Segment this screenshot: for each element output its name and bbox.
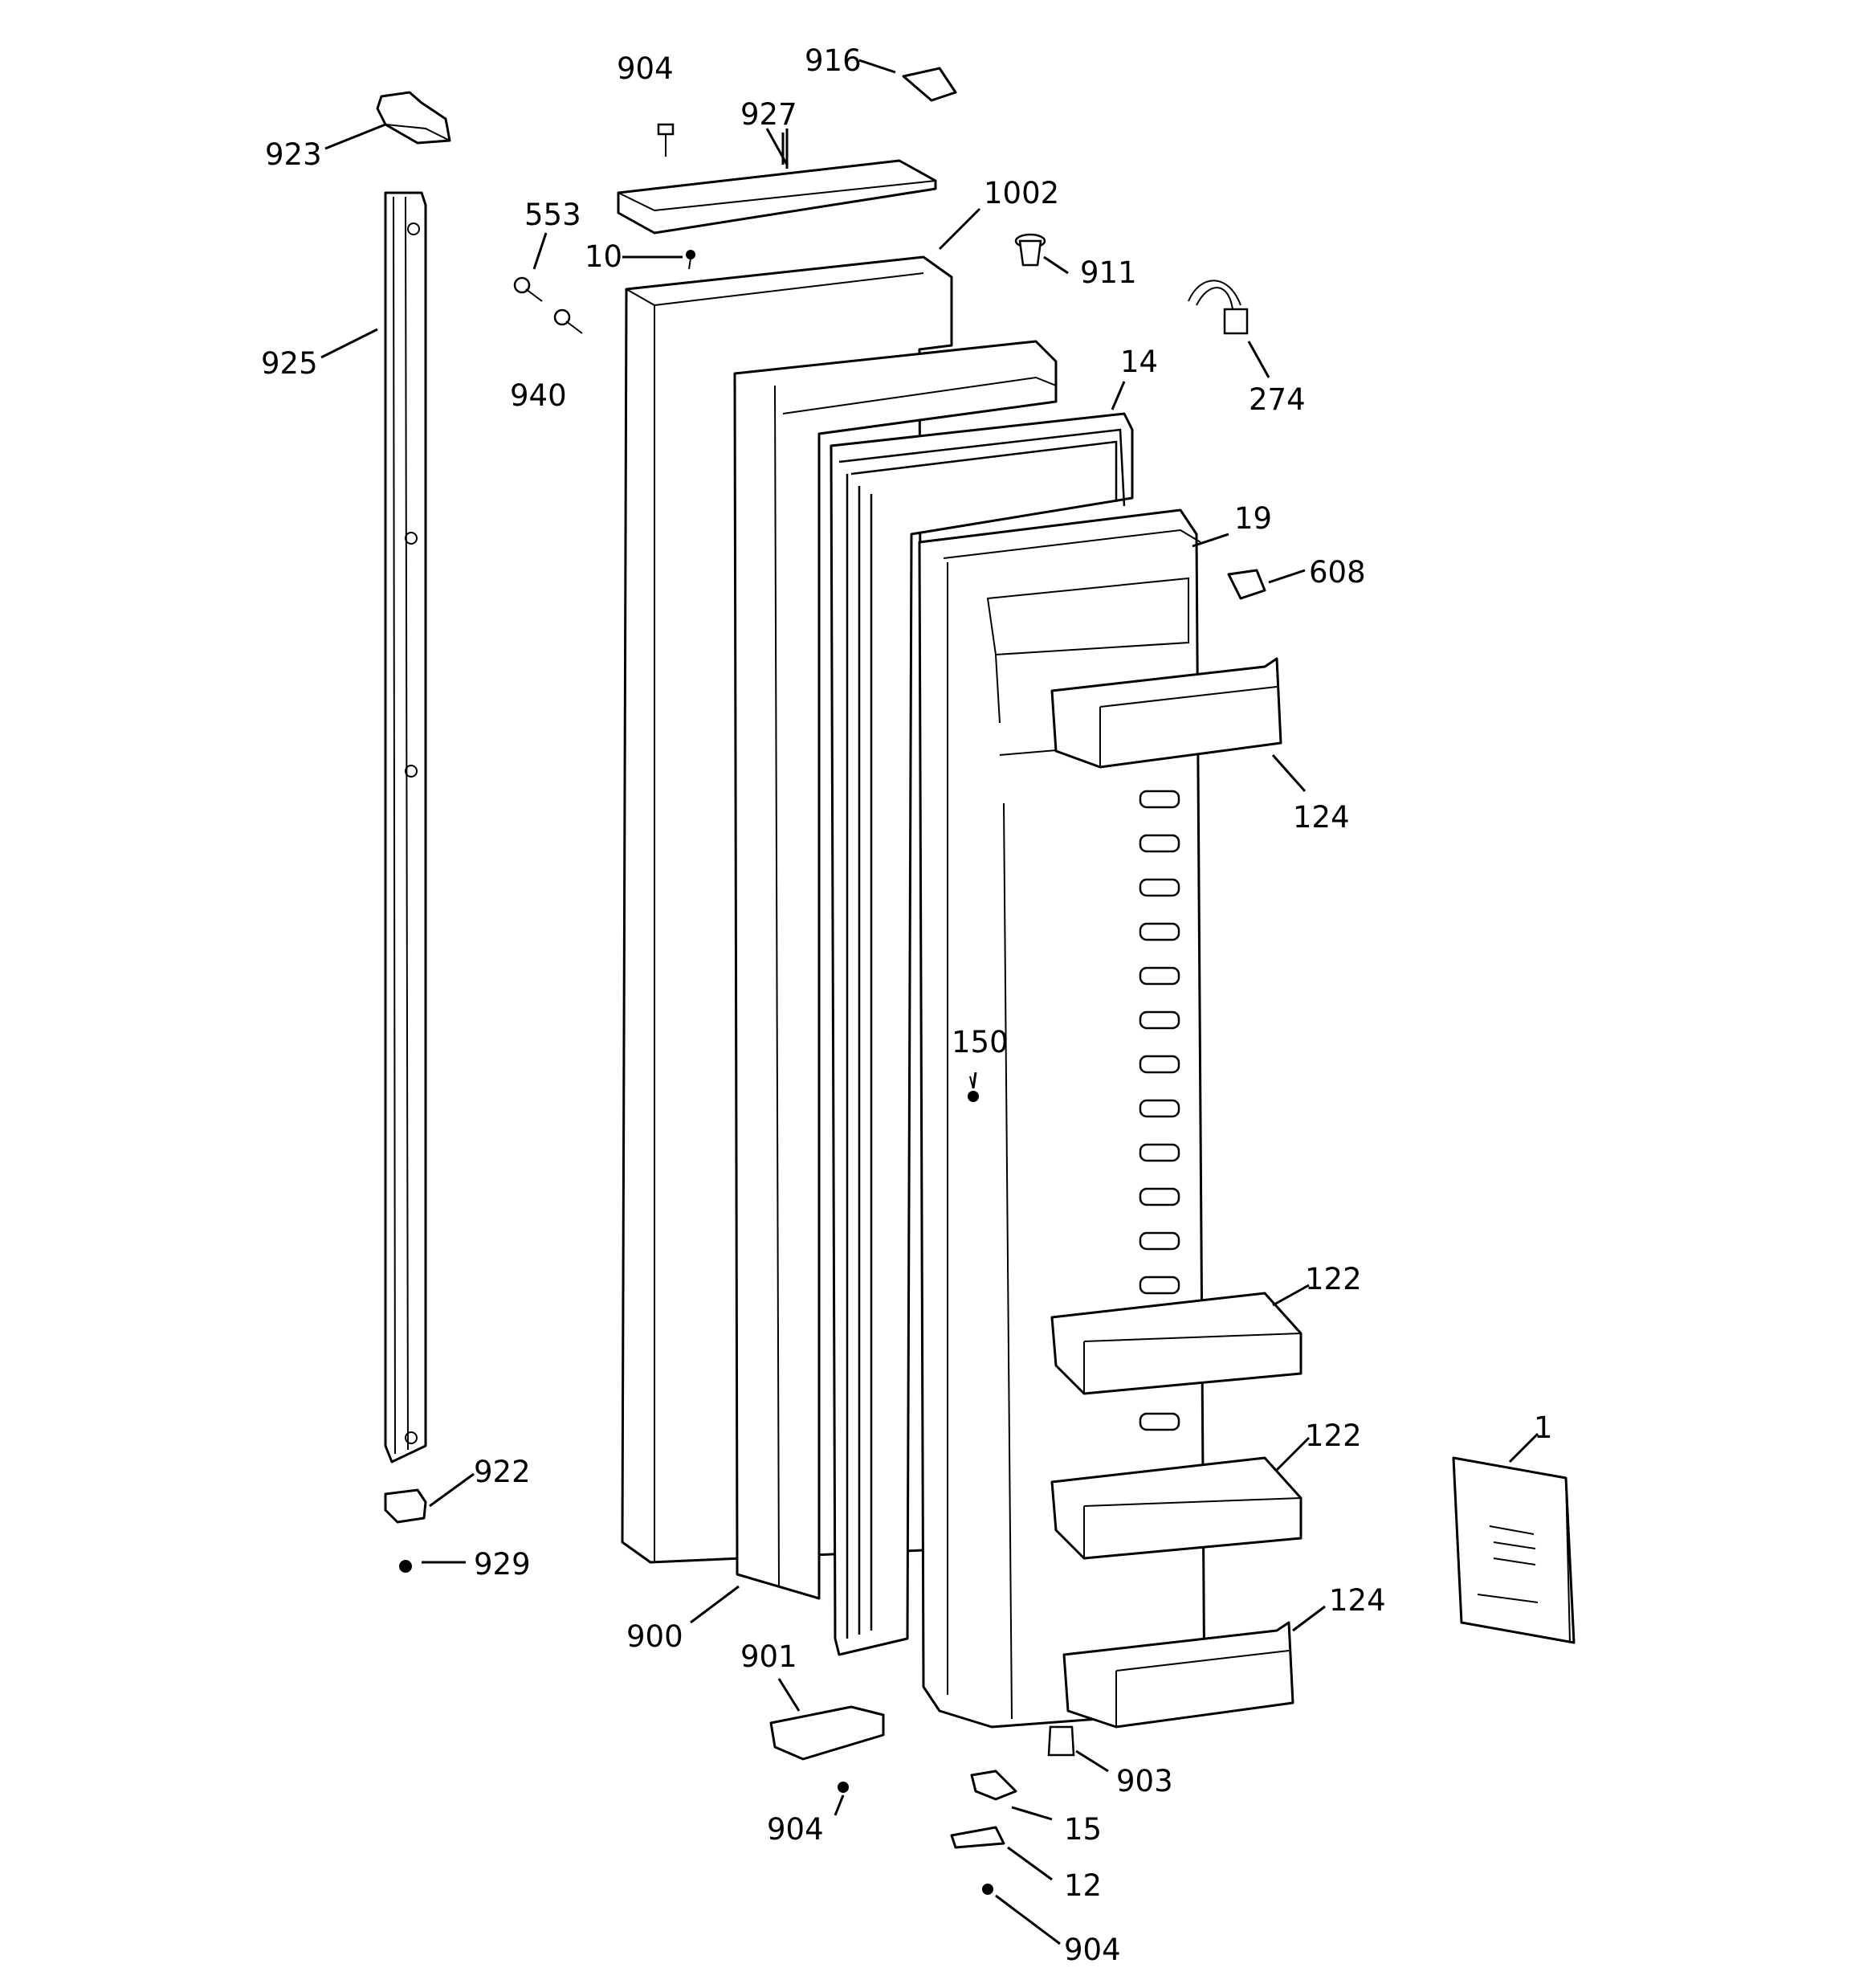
callout-904-bottom-right: 904	[1064, 1933, 1121, 1967]
callout-553: 553	[524, 198, 581, 232]
callout-15: 15	[1064, 1812, 1102, 1847]
callout-929: 929	[474, 1547, 531, 1582]
part-12-bracket	[950, 1826, 1005, 1849]
part-925-handle-trim	[384, 191, 427, 1463]
callout-903: 903	[1116, 1764, 1173, 1798]
callout-927: 927	[740, 97, 797, 132]
callout-904-bottom-left: 904	[767, 1812, 824, 1847]
shelf-support-tabs	[1139, 790, 1180, 1431]
part-904-screw-bottom-right	[982, 1884, 993, 1895]
callout-12: 12	[1064, 1868, 1102, 1903]
part-15-hinge	[970, 1770, 1017, 1801]
callout-14: 14	[1120, 345, 1158, 379]
callout-19: 19	[1234, 501, 1272, 536]
part-122-bin-upper	[1050, 1292, 1302, 1395]
part-608-switch	[1227, 569, 1266, 600]
callout-1: 1	[1534, 1410, 1553, 1445]
part-911-bushing	[1014, 233, 1046, 267]
part-904-screw-top	[657, 123, 675, 157]
callout-940: 940	[510, 378, 567, 413]
part-124-top-bin	[1050, 657, 1282, 769]
part-923-cap	[376, 91, 451, 145]
callout-901: 901	[740, 1639, 797, 1674]
part-903-bushing	[1047, 1725, 1075, 1757]
callout-10: 10	[585, 239, 622, 274]
part-901-bottom-cap	[769, 1705, 885, 1761]
callout-923: 923	[265, 137, 322, 172]
part-929-screw	[399, 1560, 412, 1573]
part-904-screw-bottom-left	[838, 1782, 849, 1793]
callout-922: 922	[474, 1455, 531, 1489]
part-10-screw	[686, 250, 695, 270]
part-122-bin-lower	[1050, 1456, 1302, 1560]
part-922-bottom-cap	[384, 1488, 427, 1524]
callout-900: 900	[626, 1619, 683, 1654]
callout-608: 608	[1309, 555, 1366, 590]
callout-124-top: 124	[1293, 800, 1350, 835]
leader-lines	[320, 59, 1539, 1945]
part-14-gasket	[830, 412, 1134, 1656]
callout-925: 925	[261, 346, 318, 381]
part-940-screw	[553, 308, 583, 334]
callout-122-upper: 122	[1305, 1262, 1362, 1296]
part-916-cover	[902, 67, 957, 102]
part-553-screw	[513, 276, 543, 302]
callout-labels: 923 925 922 929 904 927 916 553 940 10 1…	[261, 43, 1553, 1967]
part-1-manual	[1452, 1456, 1576, 1644]
callout-911: 911	[1080, 255, 1137, 290]
callout-122-lower: 122	[1305, 1419, 1362, 1453]
callout-1002: 1002	[984, 176, 1059, 210]
callout-150: 150	[952, 1025, 1009, 1059]
part-274-wire-harness	[1188, 280, 1249, 335]
callout-904-top: 904	[617, 51, 674, 86]
callout-916: 916	[805, 43, 862, 78]
part-927-top-cap	[617, 159, 937, 235]
part-900-liner	[733, 340, 1058, 1600]
part-124-bottom-bin	[1062, 1621, 1294, 1729]
callout-274: 274	[1249, 382, 1306, 417]
callout-124-bottom: 124	[1329, 1583, 1386, 1618]
